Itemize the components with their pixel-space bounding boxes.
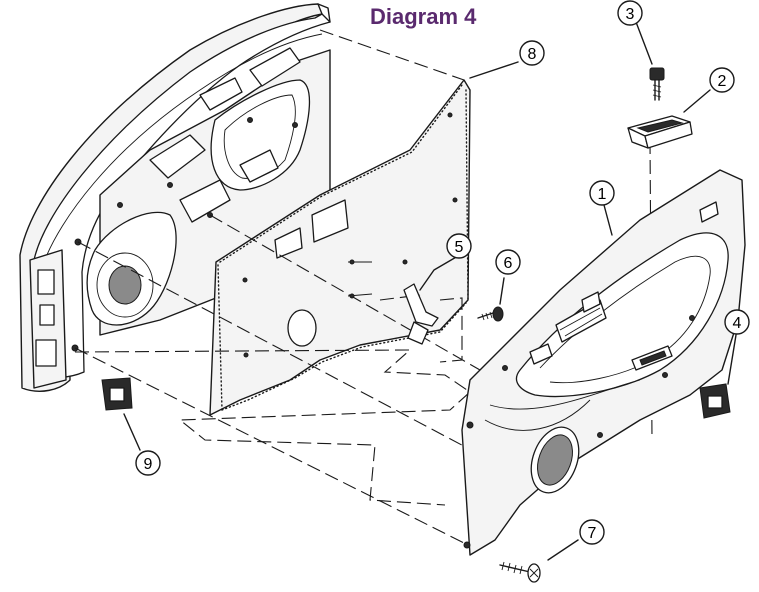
callout-8: 8 bbox=[519, 40, 545, 66]
callout-5: 5 bbox=[446, 233, 472, 259]
callout-label: 2 bbox=[718, 73, 727, 90]
callout-3: 3 bbox=[617, 0, 643, 26]
callout-label: 3 bbox=[626, 6, 635, 23]
callout-4: 4 bbox=[724, 309, 750, 335]
callout-1: 1 bbox=[589, 180, 615, 206]
callout-label: 1 bbox=[598, 186, 607, 203]
callout-label: 9 bbox=[144, 456, 153, 473]
callout-label: 5 bbox=[455, 239, 464, 256]
bezel-screw bbox=[649, 67, 665, 101]
pull-handle-bezel bbox=[627, 115, 693, 149]
water-shield bbox=[209, 79, 471, 416]
callout-2: 2 bbox=[709, 67, 735, 93]
callout-9: 9 bbox=[135, 450, 161, 476]
leader-lines bbox=[123, 21, 737, 561]
retainer-clip-left bbox=[101, 377, 133, 411]
bracket-screw bbox=[477, 306, 504, 322]
callout-label: 8 bbox=[528, 46, 537, 63]
callout-7: 7 bbox=[579, 519, 605, 545]
trim-panel-screw bbox=[499, 561, 541, 583]
callout-label: 7 bbox=[588, 525, 597, 542]
diagram-title: Diagram 4 bbox=[370, 4, 477, 29]
mounting-bracket bbox=[347, 259, 439, 345]
callout-label: 6 bbox=[504, 255, 513, 272]
callout-6: 6 bbox=[495, 249, 521, 275]
callout-label: 4 bbox=[733, 315, 742, 332]
door-trim-panel bbox=[461, 169, 746, 556]
retainer-clip-right bbox=[699, 383, 731, 419]
